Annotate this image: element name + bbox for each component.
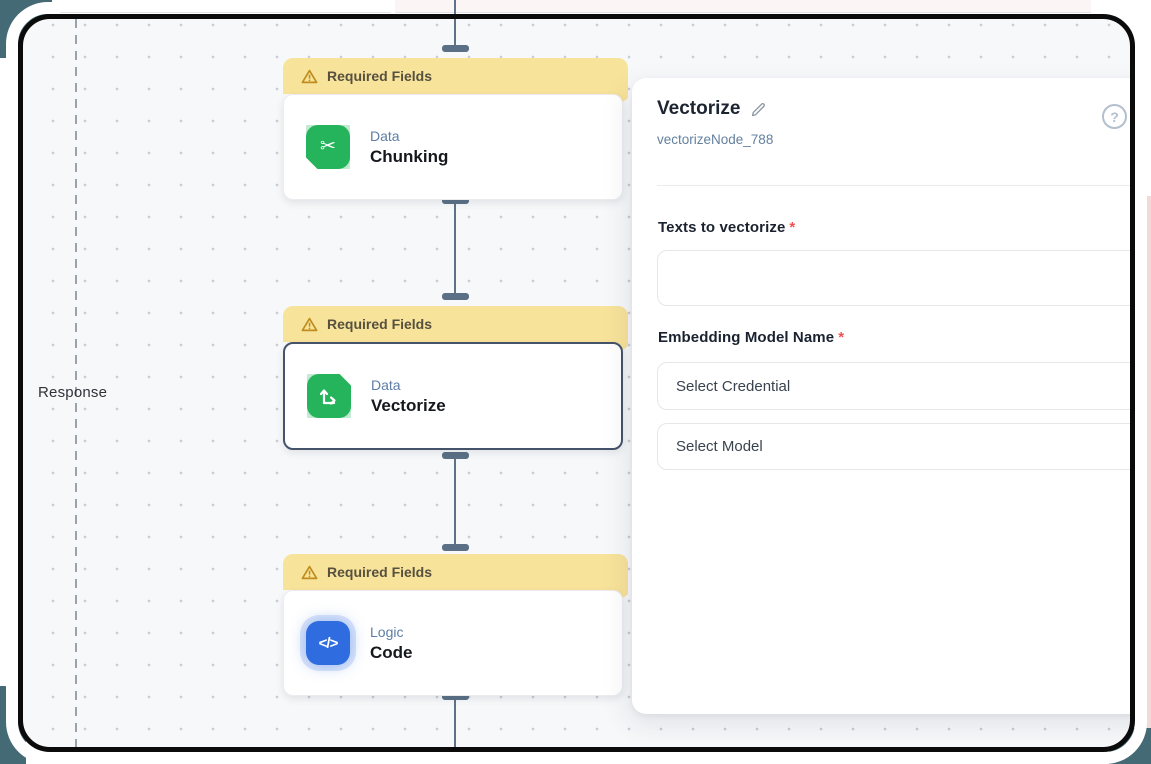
node-properties-panel: Vectorize vectorizeNode_788 ? Texts to v… <box>632 78 1130 714</box>
required-fields-banner: Required Fields <box>283 554 628 604</box>
required-asterisk: * <box>789 219 796 236</box>
required-asterisk: * <box>838 329 845 346</box>
node-title: Vectorize <box>371 395 446 415</box>
response-label: Response <box>38 384 108 401</box>
workflow-canvas[interactable]: Response Required Fields <box>23 19 1130 747</box>
node-chunking: Required Fields ✂ Data Chunking <box>283 58 628 200</box>
node-title: Code <box>370 642 413 662</box>
node-category: Logic <box>370 623 404 640</box>
chunking-node-card[interactable]: ✂ Data Chunking <box>283 94 623 200</box>
wire-vectorize-to-code <box>454 454 456 549</box>
required-fields-label: Required Fields <box>327 564 433 580</box>
response-dashed-guideline <box>75 19 77 747</box>
required-fields-banner: Required Fields <box>283 306 628 356</box>
background-header-strip-right <box>395 0 1091 13</box>
panel-title: Vectorize <box>657 98 741 119</box>
code-input-handle[interactable] <box>442 544 469 551</box>
vectorize-node-card[interactable]: Data Vectorize <box>283 342 623 450</box>
vectorize-output-handle[interactable] <box>442 452 469 459</box>
node-code: Required Fields </> Logic Code <box>283 554 628 696</box>
background-pink-right <box>1133 196 1151 764</box>
required-fields-banner: Required Fields <box>283 58 628 108</box>
required-fields-label: Required Fields <box>327 68 433 84</box>
chunking-input-handle[interactable] <box>442 45 469 52</box>
wire-code-to-bottom <box>454 697 456 747</box>
chunking-output-handle[interactable] <box>442 197 469 204</box>
warning-icon <box>301 565 318 579</box>
code-brackets-icon: </> <box>306 621 350 665</box>
warning-icon <box>301 317 318 331</box>
node-vectorize: Required Fields Data Vectori <box>283 306 628 450</box>
texts-to-vectorize-input[interactable] <box>657 250 1130 306</box>
select-model-dropdown[interactable]: Select Model <box>657 423 1130 470</box>
code-output-handle[interactable] <box>442 693 469 700</box>
embedding-model-name-label: Embedding Model Name* <box>658 329 845 346</box>
node-category: Data <box>370 127 400 144</box>
warning-icon <box>301 69 318 83</box>
connector-wire-above-frame <box>454 0 456 15</box>
vector-axes-icon <box>307 374 351 418</box>
select-credential-dropdown[interactable]: Select Credential <box>657 362 1130 410</box>
code-node-card[interactable]: </> Logic Code <box>283 590 623 696</box>
wire-chunking-to-vectorize <box>454 201 456 297</box>
required-fields-label: Required Fields <box>327 316 433 332</box>
background-header-strip-left <box>60 0 391 13</box>
node-title: Chunking <box>370 146 449 166</box>
panel-divider <box>657 185 1130 186</box>
node-id-label: vectorizeNode_788 <box>657 132 774 147</box>
scissors-chunk-icon: ✂ <box>306 125 350 169</box>
edit-pencil-icon[interactable] <box>750 101 767 118</box>
wire-top-to-chunking <box>454 19 456 50</box>
vectorize-input-handle[interactable] <box>442 293 469 300</box>
help-icon[interactable]: ? <box>1102 104 1127 129</box>
workflow-frame: Response Required Fields <box>18 14 1135 752</box>
texts-to-vectorize-label: Texts to vectorize* <box>658 219 796 236</box>
node-category: Data <box>371 376 401 393</box>
